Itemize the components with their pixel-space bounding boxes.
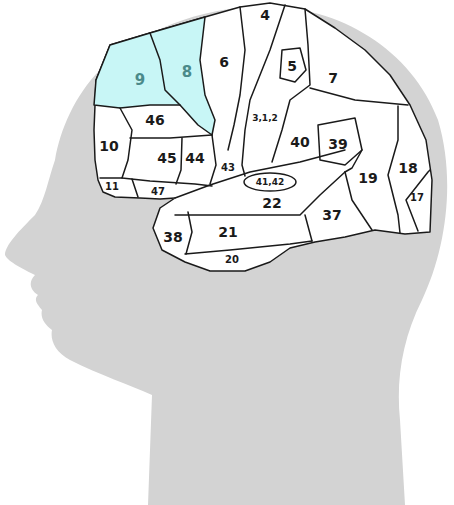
area-number: 43 [221, 163, 235, 173]
area-boundary [130, 135, 212, 138]
area-number: 8 [182, 65, 192, 80]
area-number: 11 [105, 182, 119, 192]
area-number: 3,1,2 [252, 114, 278, 123]
area-number: 46 [145, 113, 164, 127]
area-boundary [305, 215, 312, 241]
area-number: 21 [218, 225, 237, 239]
area-boundary [185, 241, 312, 254]
area-number: 10 [99, 139, 118, 153]
area-boundary [132, 179, 138, 197]
area-boundary [388, 106, 400, 233]
area-boundary [150, 33, 180, 105]
area-number: 9 [135, 73, 145, 88]
area-number: 7 [328, 71, 338, 85]
area-boundary [186, 212, 192, 254]
area-number: 44 [185, 151, 204, 165]
area-boundary [272, 9, 310, 162]
area-number: 40 [290, 135, 309, 149]
area-number: 38 [163, 230, 182, 244]
area-number: 22 [262, 196, 281, 210]
area-number: 45 [157, 151, 176, 165]
area-boundary [228, 7, 245, 150]
area-boundary [406, 170, 430, 231]
area-boundary [176, 138, 182, 184]
area-boundary [122, 178, 212, 186]
area-number: 5 [287, 59, 297, 73]
area-boundary [244, 173, 296, 191]
brain-outline [94, 3, 432, 271]
area-boundary [280, 48, 306, 82]
area-number: 19 [358, 171, 377, 185]
area-boundary [345, 150, 362, 172]
area-boundary [100, 108, 132, 178]
area-boundary [242, 5, 285, 176]
area-number: 37 [322, 208, 341, 222]
area-number: 18 [398, 161, 417, 175]
area-number: 47 [151, 187, 165, 197]
area-number: 39 [328, 137, 347, 151]
highlighted-area [94, 17, 215, 135]
area-number: 17 [410, 193, 424, 203]
sylvian-fissure [175, 150, 345, 198]
area-boundary [310, 88, 408, 105]
area-boundary [318, 118, 362, 165]
area-number: 41,42 [256, 178, 284, 187]
area-boundary [210, 135, 216, 184]
area-number: 6 [219, 55, 229, 69]
area-boundary [175, 172, 345, 215]
area-number: 4 [260, 8, 270, 22]
area-number: 20 [225, 255, 239, 265]
